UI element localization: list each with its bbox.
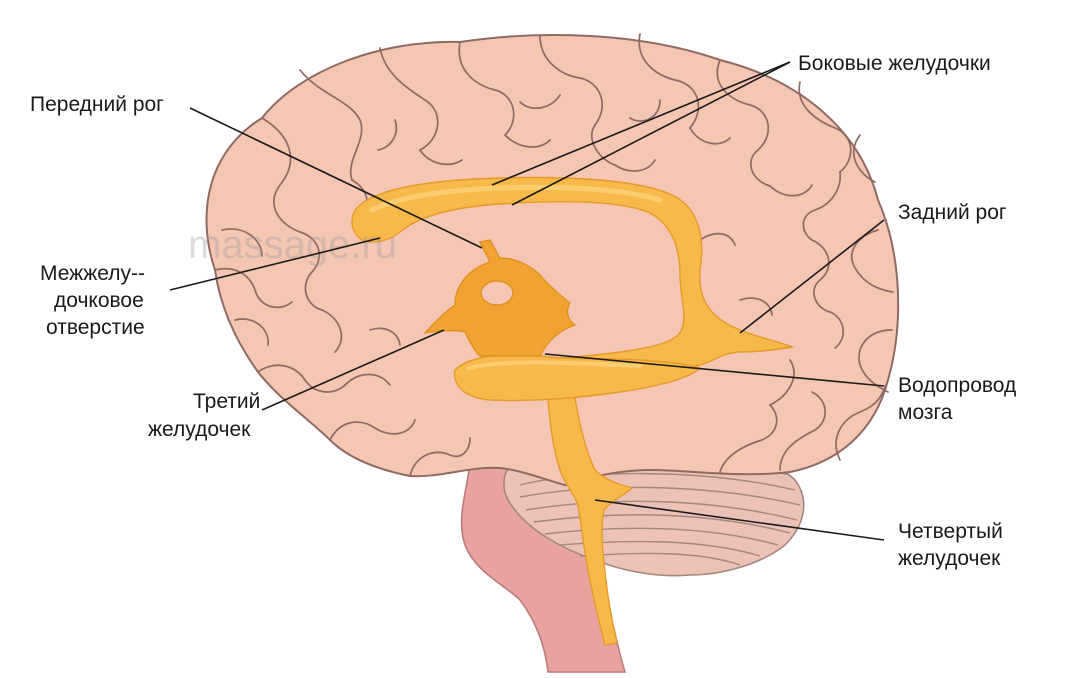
- label-interventricular-foramen-2: дочковое: [54, 289, 144, 312]
- interthalamic-adhesion: [480, 280, 514, 306]
- label-cerebral-aqueduct-2: мозга: [898, 401, 953, 424]
- label-fourth-ventricle-1: Четвертый: [898, 520, 1003, 543]
- label-third-ventricle-1: Третий: [193, 390, 260, 413]
- ventricular-system: [351, 176, 795, 646]
- label-fourth-ventricle-2: желудочек: [898, 547, 1001, 570]
- label-interventricular-foramen-3: отверстие: [46, 316, 145, 339]
- label-lateral-ventricles: Боковые желудочки: [798, 52, 991, 75]
- fourth-ventricle-shape: [544, 358, 634, 646]
- label-anterior-horn: Передний рог: [30, 93, 164, 116]
- label-cerebral-aqueduct-1: Водопровод: [898, 374, 1016, 397]
- leader-lines: [169, 61, 885, 541]
- label-third-ventricle-2: желудочек: [148, 418, 251, 441]
- lateral-ventricle-highlight: [369, 184, 663, 213]
- label-interventricular-foramen-1: Межжелу--: [40, 262, 145, 285]
- cerebrum: [205, 34, 900, 487]
- label-posterior-horn: Задний рог: [898, 201, 1007, 224]
